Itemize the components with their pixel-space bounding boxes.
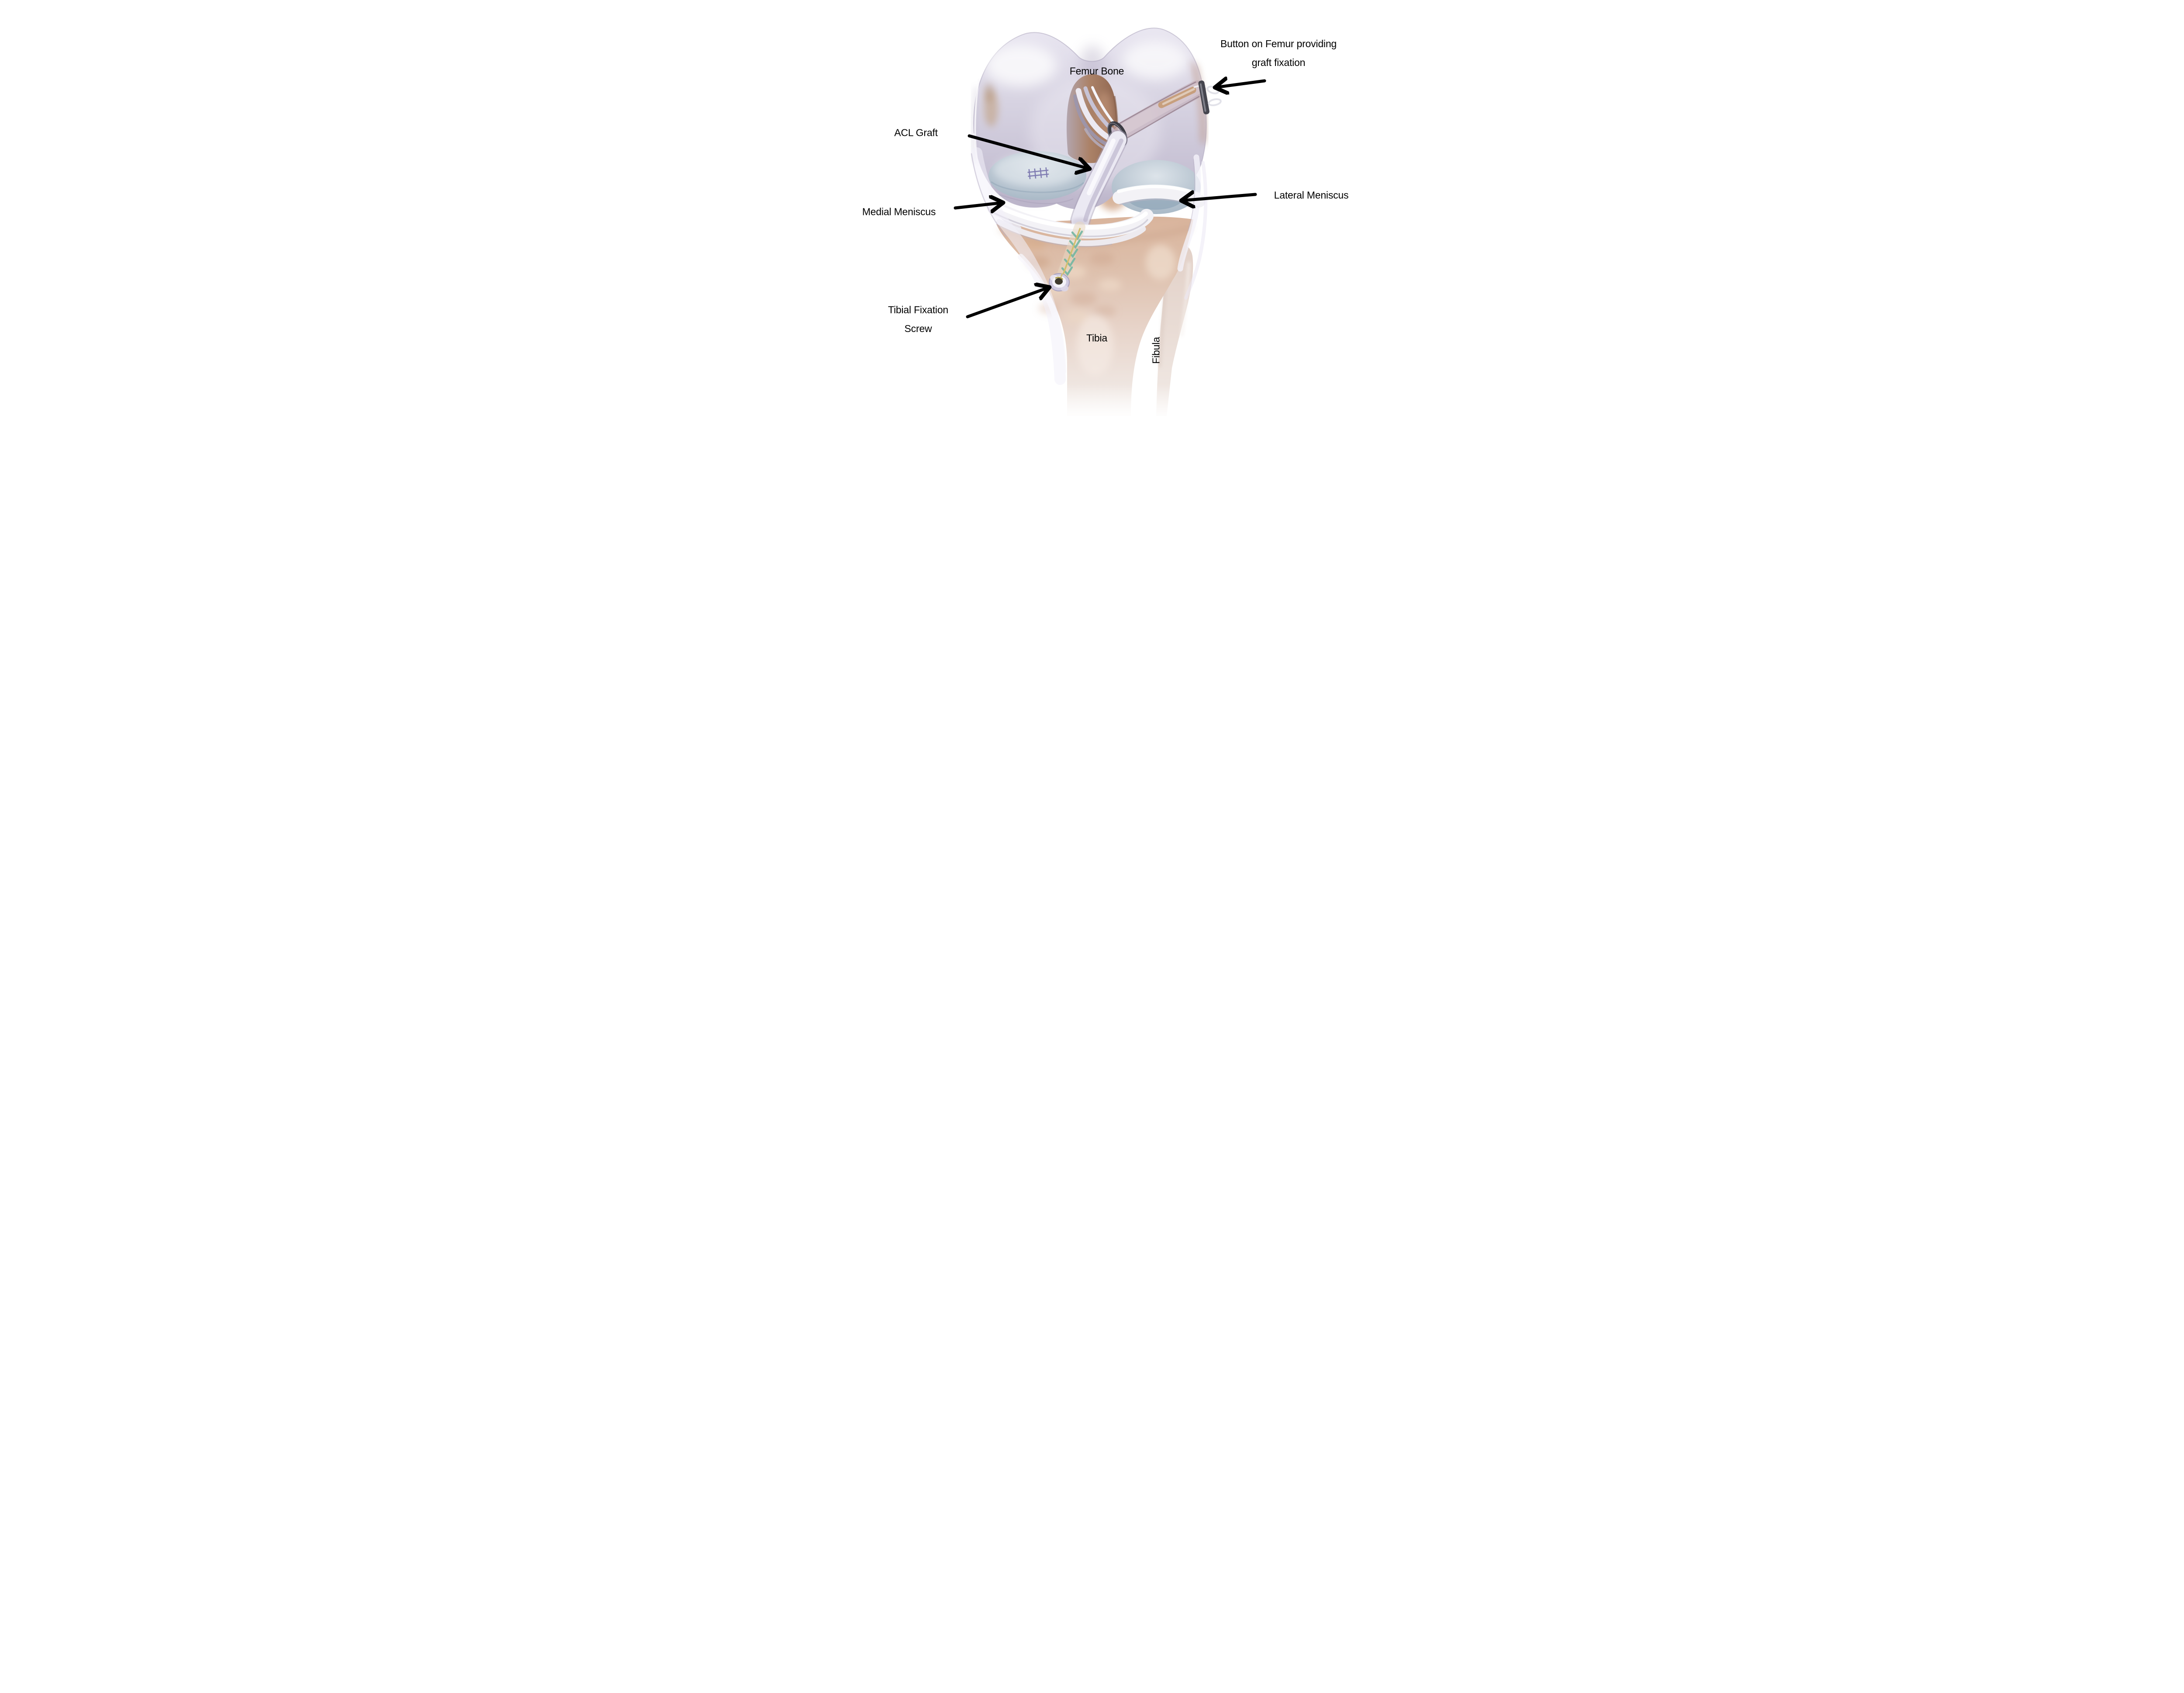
label-fibula: Fibula [1150, 337, 1162, 364]
knee-diagram: Femur Bone Button on Femur providing gra… [794, 0, 1390, 423]
label-tibial-screw-line2: Screw [904, 323, 932, 334]
bottom-fade [977, 384, 1222, 423]
label-tibial-screw: Tibial Fixation Screw [888, 301, 948, 338]
knee-illustration [954, 28, 1266, 423]
label-button-fixation-line2: graft fixation [1251, 57, 1306, 68]
interference-chevrons [1061, 230, 1083, 276]
lateral-strand-shape [1184, 161, 1208, 300]
label-button-fixation: Button on Femur providing graft fixation [1220, 35, 1337, 72]
label-tibia: Tibia [1086, 332, 1107, 344]
label-medial-meniscus: Medial Meniscus [862, 206, 936, 218]
label-femur-bone: Femur Bone [1069, 65, 1124, 77]
label-acl-graft: ACL Graft [894, 127, 938, 138]
tibial-screw-shape [1049, 273, 1070, 291]
label-tibial-screw-line1: Tibial Fixation [888, 304, 949, 315]
suture-strand [1061, 228, 1081, 278]
graft-mesh-marker [1027, 167, 1049, 180]
arrow-button-fixation [1216, 81, 1266, 87]
fixation-button-shape [1193, 80, 1222, 114]
arrow-tibial-screw [966, 287, 1049, 319]
arrow-acl-graft [968, 134, 1089, 169]
annotation-arrows [954, 81, 1266, 319]
acl-graft-shape [1070, 130, 1128, 231]
label-lateral-meniscus: Lateral Meniscus [1274, 189, 1349, 201]
tibia-texture [1020, 239, 1175, 376]
arrow-medial-meniscus [954, 203, 1002, 208]
label-button-fixation-line1: Button on Femur providing [1220, 38, 1337, 49]
medial-meniscus-shape [987, 200, 1154, 239]
suture-loops-shape [1206, 86, 1222, 106]
lateral-ligament-shape [1177, 154, 1201, 272]
arrow-lateral-meniscus [1182, 194, 1257, 201]
femoral-tunnel-sheath-shape [1112, 80, 1206, 141]
tibial-tunnel-shape [1055, 222, 1085, 285]
